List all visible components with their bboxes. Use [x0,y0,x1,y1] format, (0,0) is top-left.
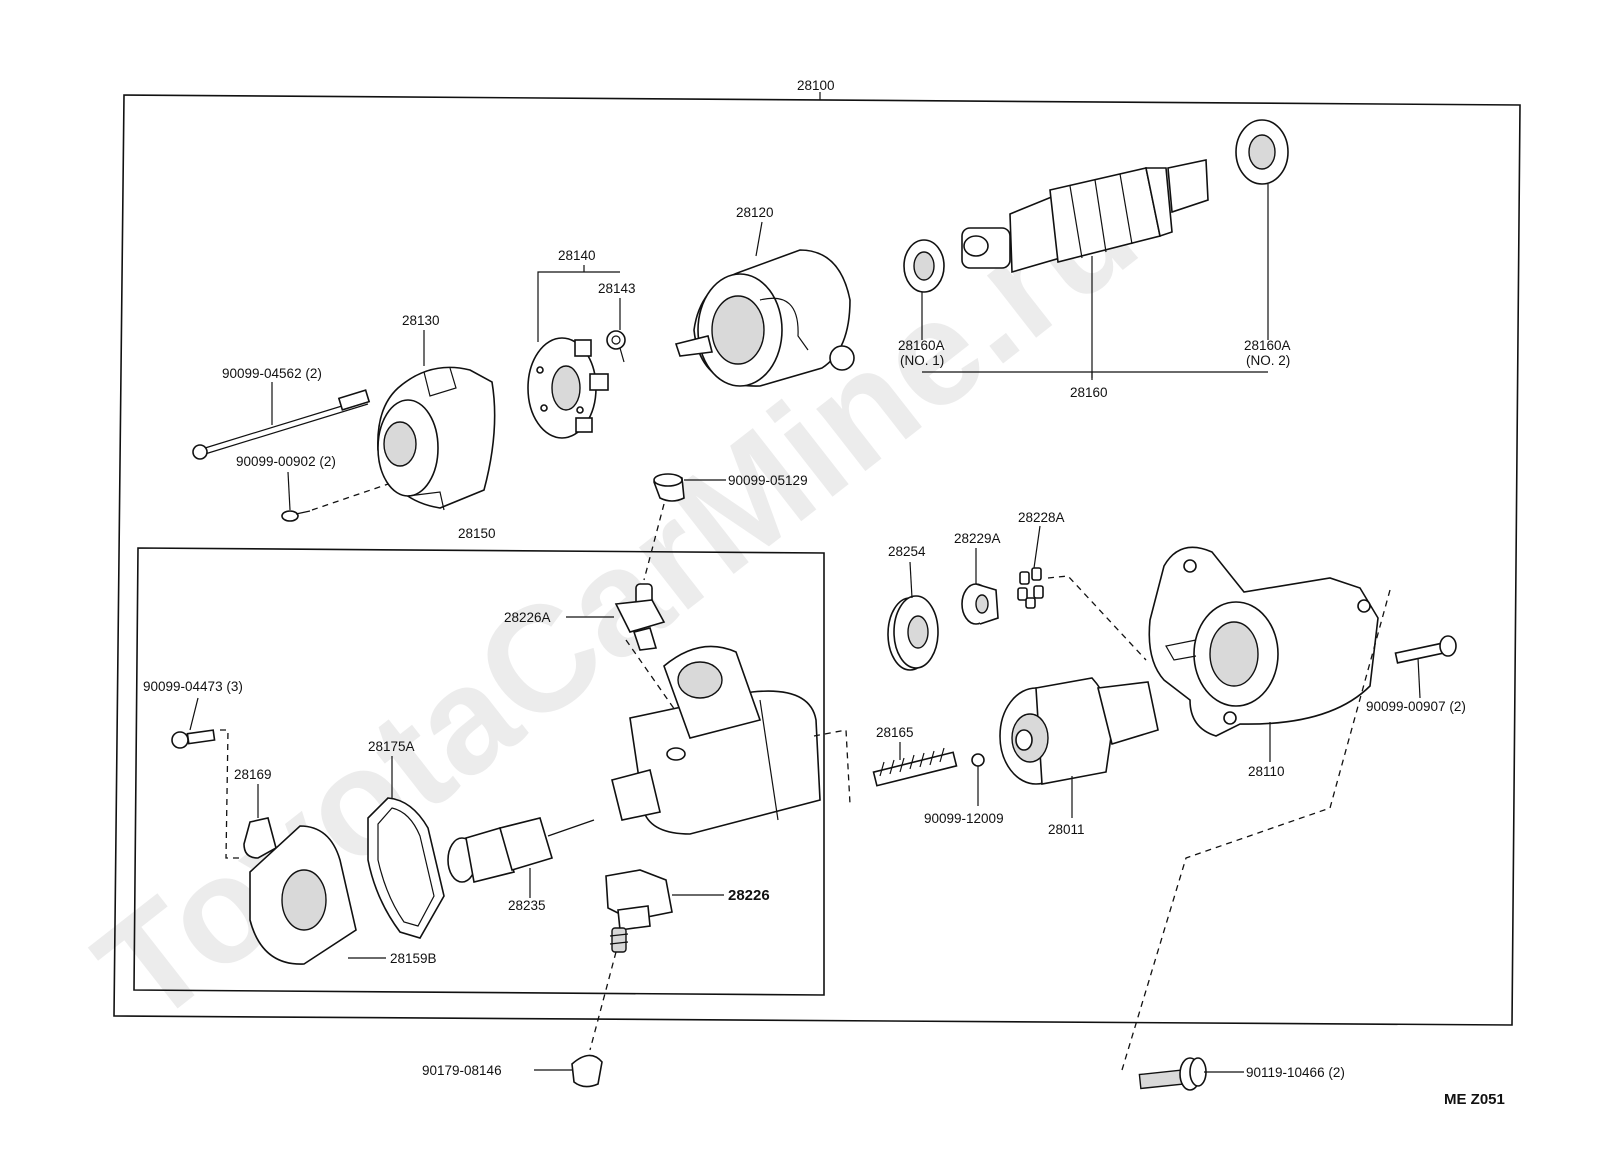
plunger-28235 [447,817,595,883]
label-28100: 28100 [797,78,835,93]
label-28160a-2-sub: (NO. 2) [1246,353,1290,368]
label-28169: 28169 [234,767,272,782]
through-bolt [192,389,371,460]
label-28120: 28120 [736,205,774,220]
label-28165: 28165 [876,725,914,740]
magnetic-switch-housing [611,645,821,835]
terminal-28226 [605,869,673,953]
small-screw [281,510,311,522]
label-28226a-left: 28226A [504,610,551,625]
terminal-28226a [614,583,666,651]
starter-housing-28110 [1148,546,1379,737]
label-90099-04562: 90099-04562 (2) [222,366,322,381]
label-28175a: 28175A [368,739,415,754]
assembly-frame [113,94,1521,1026]
rollers-28228a [1017,567,1044,609]
bolt-10466 [1138,1057,1207,1091]
label-90099-00902: 90099-00902 (2) [236,454,336,469]
bolt-00907 [1394,635,1457,664]
label-90099-04473: 90099-04473 (3) [143,679,243,694]
commutator-end-frame [377,366,496,511]
starter-clutch-28011 [999,677,1159,785]
label-28160: 28160 [1070,385,1108,400]
label-90099-05129: 90099-05129 [728,473,808,488]
label-28110: 28110 [1248,764,1285,779]
armature [961,159,1209,274]
clip-28169 [243,817,277,859]
subassembly-frame [133,547,825,996]
label-28226: 28226 [728,887,770,904]
label-28159b: 28159B [390,951,437,966]
retainer-28229a [961,583,999,625]
steel-ball [971,753,985,767]
label-28140: 28140 [558,248,596,263]
label-28011: 28011 [1048,822,1085,837]
label-28229a: 28229A [954,531,1001,546]
label-28254: 28254 [888,544,926,559]
label-90119-10466: 90119-10466 (2) [1246,1065,1345,1080]
terminal-cap-bottom [571,1054,603,1088]
label-90179-08146: 90179-08146 [422,1063,502,1078]
end-cover-28159b [249,825,357,965]
label-28130: 28130 [402,313,440,328]
spring-28165 [872,747,958,787]
bolt-04473 [171,729,216,749]
bearing-no1 [903,239,945,293]
label-28143: 28143 [598,281,636,296]
label-90099-00907: 90099-00907 (2) [1366,699,1466,714]
diagram-code: ME Z051 [1444,1091,1505,1108]
label-28160a-2: 28160A [1244,338,1291,353]
label-28235: 28235 [508,898,546,913]
label-28150: 28150 [458,526,496,541]
idler-gear-28254 [887,595,939,671]
brush-holder [527,337,609,439]
label-90099-12009: 90099-12009 [924,811,1004,826]
label-28228a-right: 28228A [1018,510,1065,525]
label-28160a-1-sub: (NO. 1) [900,353,944,368]
bearing-no2 [1235,119,1289,185]
gasket-28175a [367,797,445,939]
brush-spring [606,330,626,363]
yoke-assembly [674,249,855,387]
label-28160a-1: 28160A [898,338,945,353]
terminal-cap-top [653,473,685,502]
